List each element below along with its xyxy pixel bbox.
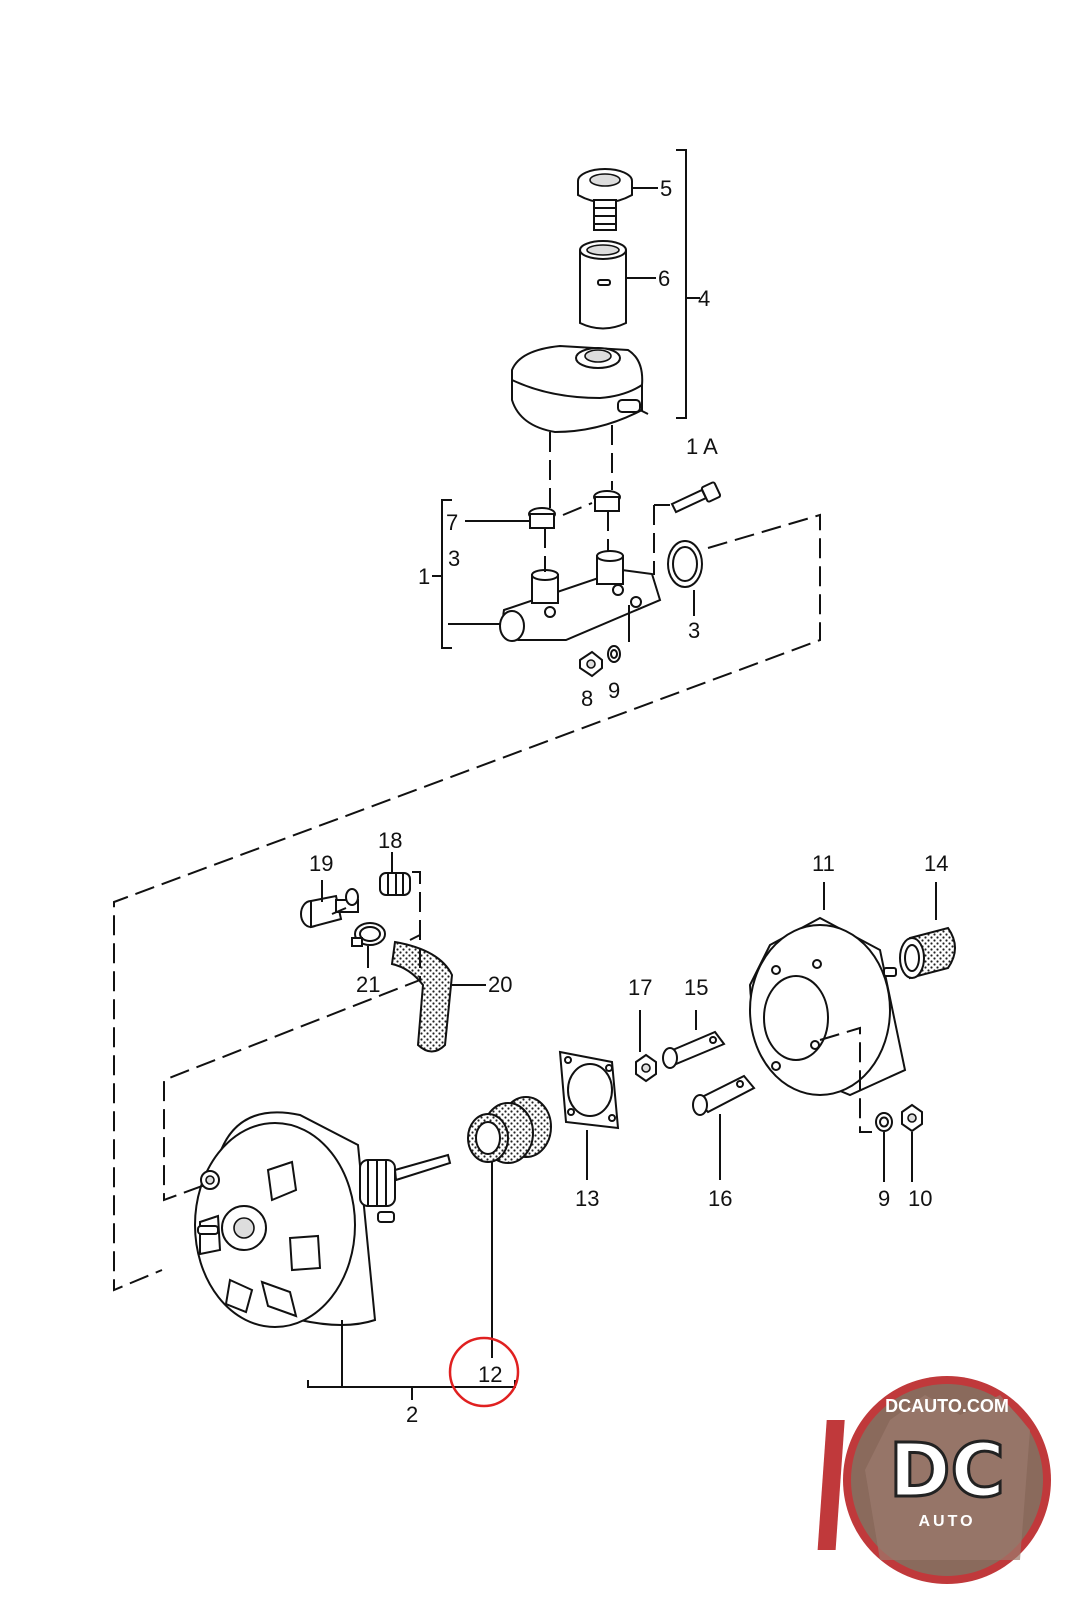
- callout-labels: 5 6 4 1 A 7 3 1 3 8 9 18 19 11 14 21 20 …: [309, 176, 948, 1427]
- callout-10: 10: [908, 1186, 932, 1211]
- logo-top-text: DCAUTO.COM: [885, 1396, 1009, 1416]
- boot-seal: [467, 1096, 552, 1164]
- grommet: [379, 872, 411, 896]
- reservoir-strainer: [579, 240, 627, 330]
- logo-bottom-text: AUTO: [918, 1513, 975, 1530]
- callout-9-bottom: 9: [878, 1186, 890, 1211]
- callout-3-right: 3: [688, 618, 700, 643]
- callout-1: 1: [418, 564, 430, 589]
- nut-17: [635, 1053, 657, 1083]
- callout-20: 20: [488, 972, 512, 997]
- callout-15: 15: [684, 975, 708, 1000]
- callout-6: 6: [658, 266, 670, 291]
- vacuum-hose: [390, 940, 454, 1053]
- callout-5: 5: [660, 176, 672, 201]
- nut-and-washer-bottom: [875, 1103, 923, 1133]
- clevis-16: [692, 1074, 756, 1116]
- callout-17: 17: [628, 975, 652, 1000]
- callout-19: 19: [309, 851, 333, 876]
- o-ring-seal: [667, 540, 703, 588]
- callout-16: 16: [708, 1186, 732, 1211]
- callout-21: 21: [356, 972, 380, 997]
- callout-12: 12: [478, 1362, 502, 1387]
- bolt-1a: [670, 481, 722, 514]
- callout-8: 8: [581, 686, 593, 711]
- master-cylinder: [499, 490, 662, 642]
- callout-1a: 1 A: [686, 434, 718, 459]
- callout-14: 14: [924, 851, 948, 876]
- bushing: [899, 926, 956, 980]
- brake-booster: [194, 1111, 452, 1328]
- callout-2: 2: [406, 1402, 418, 1427]
- gasket: [558, 1050, 620, 1130]
- callout-11: 11: [812, 851, 835, 876]
- callout-4: 4: [698, 286, 710, 311]
- callout-9-top: 9: [608, 678, 620, 703]
- hose-clamp: [351, 922, 386, 947]
- callout-7: 7: [446, 510, 458, 535]
- mounting-bracket: [748, 916, 907, 1097]
- highlight-circle: [448, 1336, 520, 1408]
- check-valve: [300, 888, 359, 929]
- reservoir-cap: [577, 168, 633, 231]
- callout-18: 18: [378, 828, 402, 853]
- logo-main-text: DC: [889, 1428, 1005, 1514]
- clevis-15: [662, 1030, 726, 1069]
- callout-13: 13: [575, 1186, 599, 1211]
- brake-fluid-reservoir: [511, 344, 644, 434]
- callout-3-left: 3: [448, 546, 460, 571]
- dcauto-logo: DCAUTO.COM DC AUTO: [817, 1376, 1051, 1584]
- nut-and-washer-top: [579, 645, 621, 678]
